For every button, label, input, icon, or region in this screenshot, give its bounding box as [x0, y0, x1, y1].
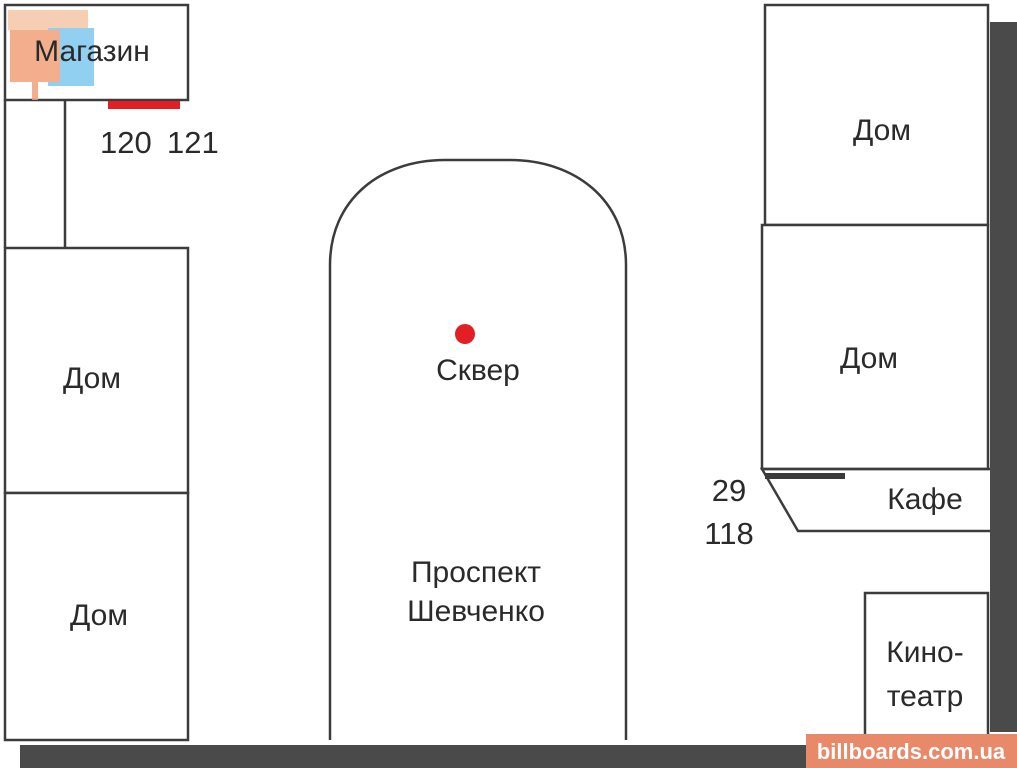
logo-leg [32, 80, 38, 100]
map-labels: Магазин Дом Дом Сквер Проспект Шевченко … [34, 35, 964, 713]
square-block [328, 158, 628, 740]
site-logo [8, 10, 94, 100]
left-column-shadow [20, 745, 810, 768]
watermark-background [806, 734, 1017, 768]
billboard-number-118: 118 [704, 516, 753, 551]
house-left-1 [3, 246, 190, 495]
map-shadows [20, 22, 1017, 768]
house-right-2 [760, 223, 990, 471]
logo-board [8, 10, 88, 30]
house-right-1-label: Дом [853, 114, 911, 147]
house-left-1-label: Дом [63, 362, 121, 395]
billboard-number-121: 121 [167, 125, 219, 160]
square-area [328, 158, 628, 740]
house-left-2-label: Дом [70, 599, 128, 632]
house-left-2 [3, 491, 190, 742]
billboard-number-29: 29 [712, 473, 746, 508]
watermark-text[interactable]: billboards.com.ua [817, 739, 1006, 764]
billboard-numbers: 120 121 29 118 [100, 125, 754, 551]
right-column-shadow [990, 22, 1017, 732]
watermark-badge[interactable]: billboards.com.ua [806, 734, 1017, 768]
house-right-2-label: Дом [840, 342, 898, 375]
billboard-120-121-marker[interactable] [108, 101, 180, 109]
shop-label: Магазин [34, 35, 150, 68]
house-right-1 [763, 3, 990, 227]
cinema-label-line1: Кино- [886, 636, 963, 669]
square-label: Сквер [436, 354, 520, 387]
passage-outline [3, 100, 67, 248]
billboard-markers [108, 101, 845, 479]
cafe-outline [759, 467, 990, 533]
right-buildings [759, 3, 990, 742]
cafe-label: Кафе [887, 483, 963, 516]
avenue-label-line1: Проспект [411, 556, 541, 589]
billboard-square-marker[interactable] [455, 324, 475, 344]
cinema-label-line2: театр [887, 680, 964, 713]
avenue-label-line2: Шевченко [407, 595, 545, 628]
billboard-number-120: 120 [100, 125, 152, 160]
logo-orange-shape [10, 30, 60, 82]
